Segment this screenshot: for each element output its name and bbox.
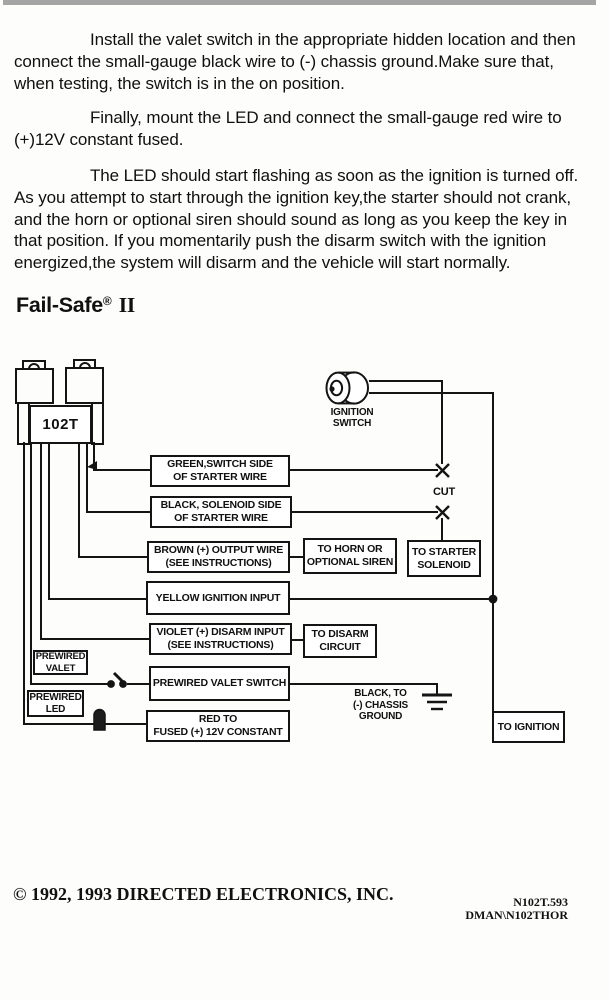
red-wire-label-box: RED TO FUSED (+) 12V CONSTANT [146, 710, 290, 742]
starter-solenoid-box: TO STARTER SOLENOID [407, 540, 481, 577]
yellow-wire [48, 442, 147, 600]
module-102t-box: 102T [29, 405, 92, 444]
paragraph-valet-switch: Install the valet switch in the appropri… [14, 30, 576, 93]
violet-wire [40, 442, 150, 640]
black-wire [86, 442, 152, 513]
prewired-led-box: PREWIRED LED [27, 690, 84, 717]
section-title: Fail-Safe® II [16, 293, 135, 318]
wires [23, 380, 494, 725]
led-icon [93, 708, 106, 731]
green-arrowhead-icon [87, 461, 97, 470]
paragraph-led-flashing: The LED should start flashing as soon as… [14, 166, 579, 273]
junction-dot-icon [488, 594, 498, 604]
scan-artifact-band [3, 0, 596, 5]
ignition-switch-icon [325, 371, 369, 405]
horn-siren-box: TO HORN OR OPTIONAL SIREN [303, 538, 397, 574]
violet-wire-label-box: VIOLET (+) DISARM INPUT (SEE INSTRUCTION… [149, 623, 292, 655]
valet-switch-icon [107, 671, 127, 688]
valet-to-ground-wire [288, 683, 438, 695]
relay-assembly [15, 359, 104, 445]
ignition-switch-label: IGNITION SWITCH [330, 407, 374, 429]
brown-wire-label-box: BROWN (+) OUTPUT WIRE (SEE INSTRUCTIONS) [147, 541, 290, 573]
prewired-valet-box: PREWIRED VALET [33, 650, 88, 675]
copyright-line: © 1992, 1993 DIRECTED ELECTRONICS, INC. [13, 884, 394, 904]
to-ignition-box: TO IGNITION [492, 711, 565, 743]
document-code-2: DMAN\N102THOR [465, 908, 568, 922]
cut-x-solenoid-side-icon [435, 505, 450, 520]
ground-icon [422, 693, 452, 711]
black-wire-label-box: BLACK, SOLENOID SIDE OF STARTER WIRE [150, 496, 292, 528]
document-code-1: N102T.593 [513, 895, 568, 909]
led-wire-left [23, 442, 94, 725]
green-wire [93, 442, 152, 471]
ignition-to-cut-wire [369, 380, 443, 464]
brown-wire [78, 442, 150, 558]
paragraph-mount-led: Finally, mount the LED and connect the s… [14, 108, 562, 149]
cut-label: CUT [432, 486, 457, 498]
green-wire-label-box: GREEN,SWITCH SIDE OF STARTER WIRE [150, 455, 290, 487]
disarm-circuit-box: TO DISARM CIRCUIT [303, 624, 377, 658]
valet-wire-left [30, 442, 108, 685]
chassis-ground-label: BLACK, TO (-) CHASSIS GROUND [352, 688, 409, 722]
registered-mark: ® [102, 294, 112, 308]
brand-name: Fail-Safe [16, 293, 103, 317]
yellow-wire-label-box: YELLOW IGNITION INPUT [146, 581, 290, 615]
model-numeral: II [118, 293, 135, 317]
valet-switch-box: PREWIRED VALET SWITCH [149, 666, 290, 701]
ignition-to-box-wire [369, 392, 494, 713]
wire-symbols [87, 371, 498, 731]
document-codes: N102T.593 DMAN\N102THOR [420, 896, 568, 922]
cut-x-switch-side-icon [435, 463, 450, 478]
